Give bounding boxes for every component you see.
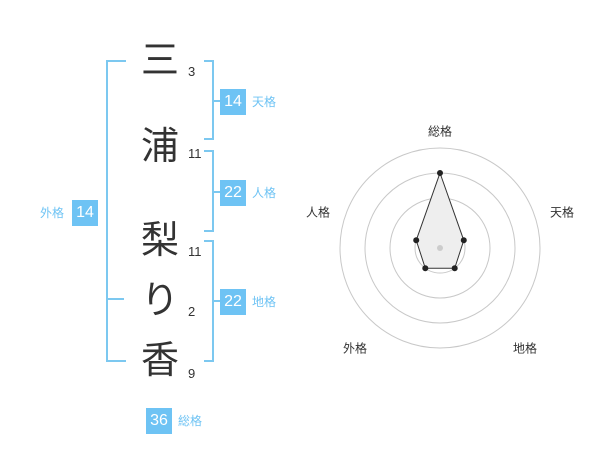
- radar-point-1: [437, 170, 443, 176]
- stroke-count-1: 3: [188, 64, 196, 79]
- radar-center-dot: [437, 245, 443, 251]
- gaikaku-value-badge: 14: [72, 200, 98, 226]
- tenkaku-bracket-tick: [212, 100, 220, 102]
- jinkaku-bracket-tick: [212, 191, 220, 193]
- soukaku-value-badge: 36: [146, 408, 172, 434]
- radar-point-3: [451, 265, 458, 272]
- gaikaku-bracket-divider: [106, 298, 124, 300]
- soukaku-label: 総格: [178, 414, 203, 428]
- tenkaku-value-badge: 14: [220, 89, 246, 115]
- stroke-count-2: 11: [188, 146, 202, 161]
- tenkaku-label: 天格: [252, 95, 277, 109]
- radar-point-4: [422, 265, 429, 272]
- name-char-1: 三: [140, 38, 179, 82]
- gaikaku-label: 外格: [40, 206, 65, 220]
- radar-point-5: [413, 237, 420, 244]
- name-char-4: り: [140, 278, 179, 322]
- name-char-3: 梨: [140, 218, 179, 262]
- radar-axis-label-1: 総格: [428, 124, 452, 139]
- name-char-2: 浦: [140, 124, 179, 168]
- radar-axis-label-3: 地格: [513, 341, 537, 356]
- radar-value-polygon: [415, 171, 465, 269]
- stroke-count-3: 11: [188, 244, 202, 259]
- chikaku-value-badge: 22: [220, 289, 246, 315]
- radar-ring-4: [339, 147, 541, 349]
- jinkaku-label: 人格: [252, 186, 277, 200]
- jinkaku-value-badge: 22: [220, 180, 246, 206]
- stroke-count-4: 2: [188, 304, 196, 319]
- radar-axis-label-2: 天格: [550, 205, 574, 220]
- stroke-count-5: 9: [188, 366, 196, 381]
- radar-axis-label-4: 外格: [343, 341, 367, 356]
- name-char-5: 香: [140, 338, 179, 382]
- gaikaku-bracket: [106, 60, 126, 362]
- chikaku-label: 地格: [252, 295, 277, 309]
- radar-point-2: [460, 237, 467, 244]
- chikaku-bracket-tick: [212, 300, 220, 302]
- radar-axis-label-5: 人格: [306, 205, 330, 220]
